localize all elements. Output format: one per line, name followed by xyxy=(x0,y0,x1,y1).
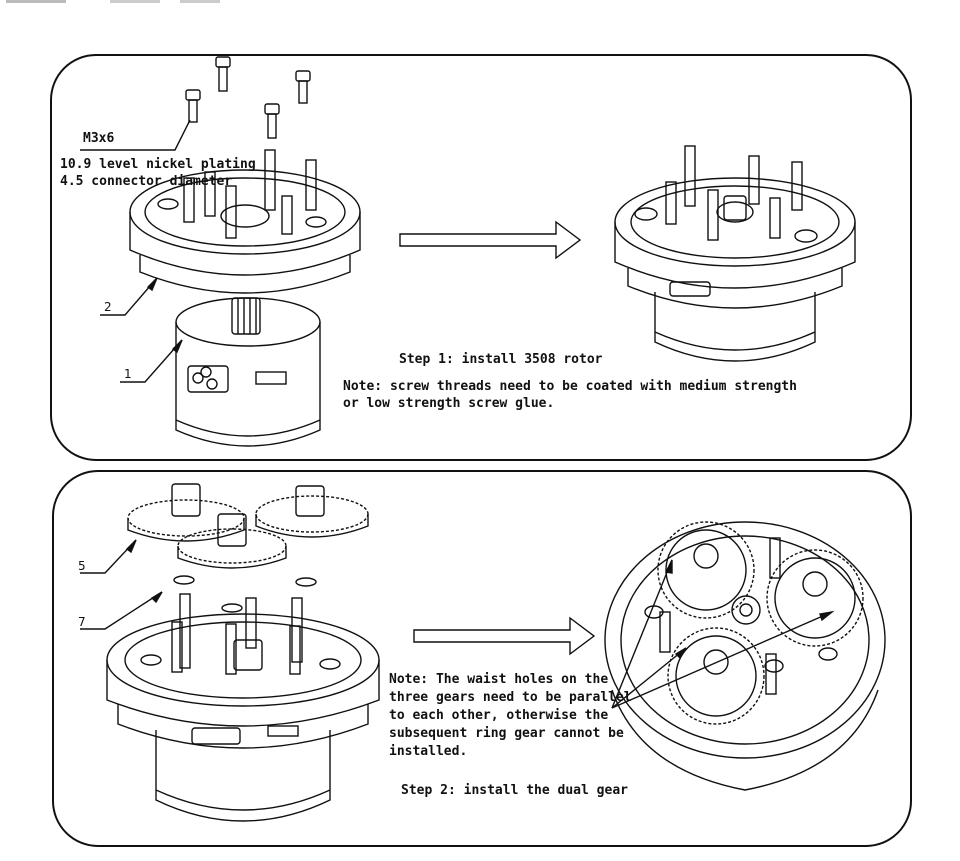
screw-note-diameter: 4.5 connector diameter xyxy=(60,174,233,189)
step-1-title: Step 1: install 3508 rotor xyxy=(399,352,603,367)
arrow-right-icon xyxy=(399,220,582,260)
screw xyxy=(185,89,201,123)
assembled-dual-gears xyxy=(604,521,886,791)
step-2-note-line-2: three gears need to be parallel xyxy=(389,690,632,705)
callout-7: 7 xyxy=(78,615,86,629)
callout-5-leader xyxy=(80,539,137,574)
step-1-note-line-1: Note: screw threads need to be coated wi… xyxy=(343,379,797,394)
step-2-note-line-1: Note: The waist holes on the xyxy=(389,672,609,687)
motor-3508 xyxy=(175,297,321,447)
callout-1-leader xyxy=(120,339,183,383)
callout-7-leader xyxy=(80,591,163,630)
washer xyxy=(173,575,195,585)
screw-leader-line xyxy=(80,119,191,151)
carrier-motor-assembly xyxy=(106,593,380,822)
callout-1: 1 xyxy=(124,367,132,381)
dual-gear xyxy=(255,485,369,538)
step-2-note-line-4: subsequent ring gear cannot be xyxy=(389,726,624,741)
step-2-note-line-3: to each other, otherwise the xyxy=(389,708,609,723)
screw xyxy=(264,103,280,139)
assembled-rotor xyxy=(614,145,856,362)
note-pointer-lines xyxy=(611,559,835,709)
dual-gear xyxy=(177,513,287,569)
arrow-right-icon xyxy=(413,616,596,656)
washer xyxy=(295,577,317,587)
step-2-title: Step 2: install the dual gear xyxy=(401,783,628,798)
dual-gear xyxy=(127,483,245,542)
screw xyxy=(295,70,311,104)
carrier-plate xyxy=(129,149,361,294)
screw-spec-label: M3x6 xyxy=(83,131,115,146)
step-1-note-line-2: or low strength screw glue. xyxy=(343,396,555,411)
cropped-header-marks xyxy=(6,0,220,3)
screw xyxy=(215,56,231,92)
callout-2: 2 xyxy=(104,300,112,314)
screw-note-plating: 10.9 level nickel plating xyxy=(60,157,256,172)
callout-5: 5 xyxy=(78,559,86,573)
washer xyxy=(221,603,243,613)
callout-2-leader xyxy=(100,277,158,316)
step-2-note-line-5: installed. xyxy=(389,744,468,759)
